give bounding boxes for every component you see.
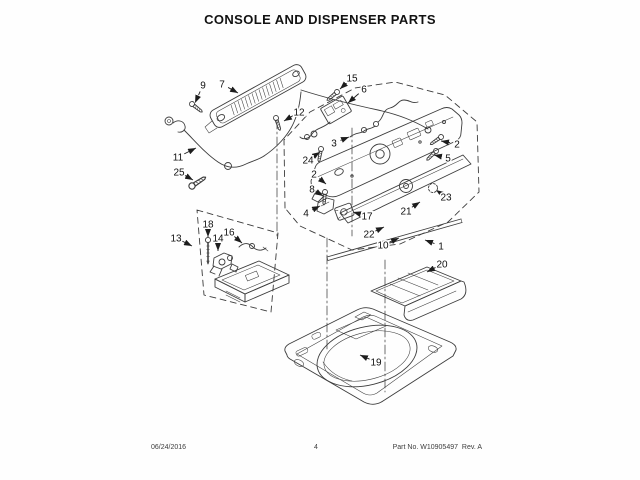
washer-top-panel-part <box>284 307 457 405</box>
svg-text:23: 23 <box>440 193 452 204</box>
callout-19: 19 <box>359 354 383 370</box>
svg-text:20: 20 <box>436 260 448 271</box>
callout-5: 5 <box>433 152 453 166</box>
callout-14: 14 <box>211 232 225 251</box>
callout-12: 12 <box>283 106 306 122</box>
svg-text:2: 2 <box>454 140 460 151</box>
console-lens-panel-part <box>339 154 472 224</box>
callout-16: 16 <box>222 226 243 244</box>
page-title: CONSOLE AND DISPENSER PARTS <box>204 12 436 27</box>
callout-22: 22 <box>362 226 385 242</box>
svg-text:11: 11 <box>173 153 184 164</box>
footer-date: 06/24/2016 <box>151 444 187 451</box>
svg-text:3: 3 <box>331 139 337 150</box>
water-valve-part <box>209 252 239 277</box>
svg-text:22: 22 <box>363 230 375 241</box>
svg-text:16: 16 <box>223 228 235 239</box>
dispenser-group-outline <box>196 209 279 313</box>
footer-page-number: 4 <box>314 444 318 451</box>
screw-9-part <box>188 100 205 115</box>
callout-6: 6 <box>347 83 369 104</box>
svg-text:2: 2 <box>311 170 317 181</box>
svg-text:25: 25 <box>173 168 185 179</box>
svg-text:9: 9 <box>200 81 206 92</box>
console-assembly-part <box>310 107 463 203</box>
control-board-part <box>299 95 352 140</box>
callout-8: 8 <box>308 183 324 197</box>
callout-25: 25 <box>172 166 194 181</box>
callout-17: 17 <box>352 210 374 224</box>
wire-connector-part <box>349 99 419 138</box>
svg-text:12: 12 <box>293 108 305 119</box>
svg-text:13: 13 <box>170 234 182 245</box>
svg-text:1: 1 <box>438 242 444 253</box>
svg-text:21: 21 <box>400 207 412 218</box>
svg-text:8: 8 <box>309 185 315 196</box>
svg-text:10: 10 <box>377 241 389 252</box>
screw-18-part <box>204 236 212 265</box>
callout-13: 13 <box>169 232 193 247</box>
callout-23: 23 <box>435 189 453 205</box>
callout-4: 4 <box>302 205 321 221</box>
svg-text:7: 7 <box>219 80 225 91</box>
callout-2: 2 <box>310 168 327 185</box>
svg-text:19: 19 <box>370 358 382 369</box>
svg-text:5: 5 <box>445 154 451 165</box>
callout-10: 10 <box>376 237 400 253</box>
dispenser-drawer-part <box>370 266 467 321</box>
wire-harness-part <box>164 89 432 170</box>
svg-text:4: 4 <box>303 209 309 220</box>
callout-7: 7 <box>218 78 239 94</box>
callout-15: 15 <box>339 72 359 90</box>
svg-text:6: 6 <box>361 85 367 96</box>
svg-text:15: 15 <box>346 74 358 85</box>
callout-21: 21 <box>399 201 421 219</box>
screw-12-part <box>272 114 283 132</box>
callout-9: 9 <box>194 79 208 104</box>
screw-25-part <box>187 173 208 191</box>
svg-text:18: 18 <box>202 220 214 231</box>
callout-2: 2 <box>440 138 462 152</box>
console-rear-trim-part <box>209 64 307 128</box>
callout-1: 1 <box>424 239 446 254</box>
callout-11: 11 <box>171 147 197 165</box>
screw-2-part <box>428 133 445 147</box>
dispenser-housing-part <box>214 260 290 303</box>
svg-text:17: 17 <box>361 212 373 223</box>
svg-text:14: 14 <box>212 234 224 245</box>
callout-18: 18 <box>201 218 215 237</box>
footer-part-number: Part No. W10905497 Rev. A <box>392 444 482 451</box>
hose-clamp-part <box>238 243 269 252</box>
svg-text:24: 24 <box>302 156 314 167</box>
callout-24: 24 <box>301 151 321 168</box>
trim-end-bracket-part <box>204 120 218 134</box>
callout-3: 3 <box>330 136 350 151</box>
callout-20: 20 <box>426 258 449 273</box>
switch-part <box>334 202 355 221</box>
